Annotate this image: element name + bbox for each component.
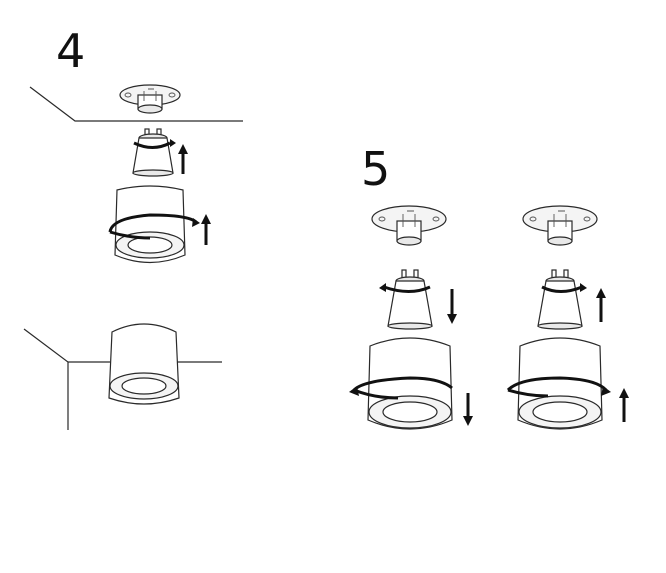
gu10-bulb-icon xyxy=(538,270,582,329)
cylinder-housing-icon xyxy=(368,338,452,429)
arrow-up-icon xyxy=(178,144,188,174)
arrow-up-icon xyxy=(201,214,211,245)
cylinder-housing-icon xyxy=(115,186,185,263)
arrow-down-icon xyxy=(463,393,473,426)
ceiling-mount-plate-icon xyxy=(523,206,597,245)
arrow-down-icon xyxy=(447,289,457,324)
gu10-bulb-icon xyxy=(133,129,173,176)
installed-housing-icon xyxy=(109,324,179,404)
arrow-up-icon xyxy=(596,288,606,322)
arrow-up-icon xyxy=(619,388,629,422)
gu10-bulb-icon xyxy=(388,270,432,329)
ceiling-mount-plate-icon xyxy=(120,85,180,113)
ceiling-mount-plate-icon xyxy=(372,206,446,245)
cylinder-housing-icon xyxy=(518,338,602,429)
